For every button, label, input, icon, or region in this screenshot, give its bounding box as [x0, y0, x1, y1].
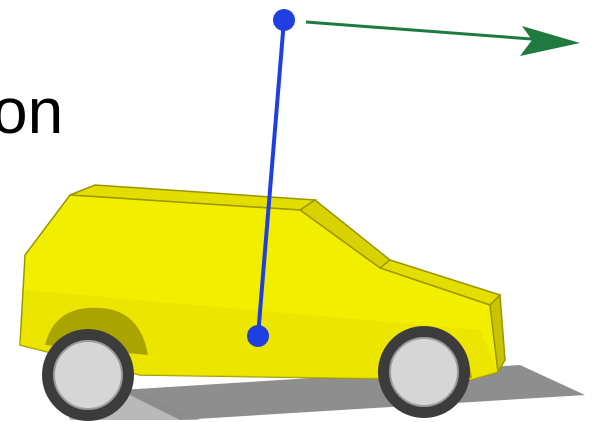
car-front	[489, 293, 506, 375]
velocity-arrow-shaft	[305, 20, 546, 42]
pendulum-bob	[247, 325, 269, 347]
velocity-arrowhead	[520, 26, 580, 56]
rear-rim	[53, 340, 123, 410]
velocity-arrow	[305, 20, 580, 56]
front-wheel	[378, 326, 470, 418]
label-fragment: on	[0, 75, 63, 147]
rear-wheel	[42, 329, 134, 421]
front-rim	[389, 337, 459, 407]
pendulum-pivot	[273, 9, 295, 31]
pendulum-rod	[256, 18, 286, 338]
